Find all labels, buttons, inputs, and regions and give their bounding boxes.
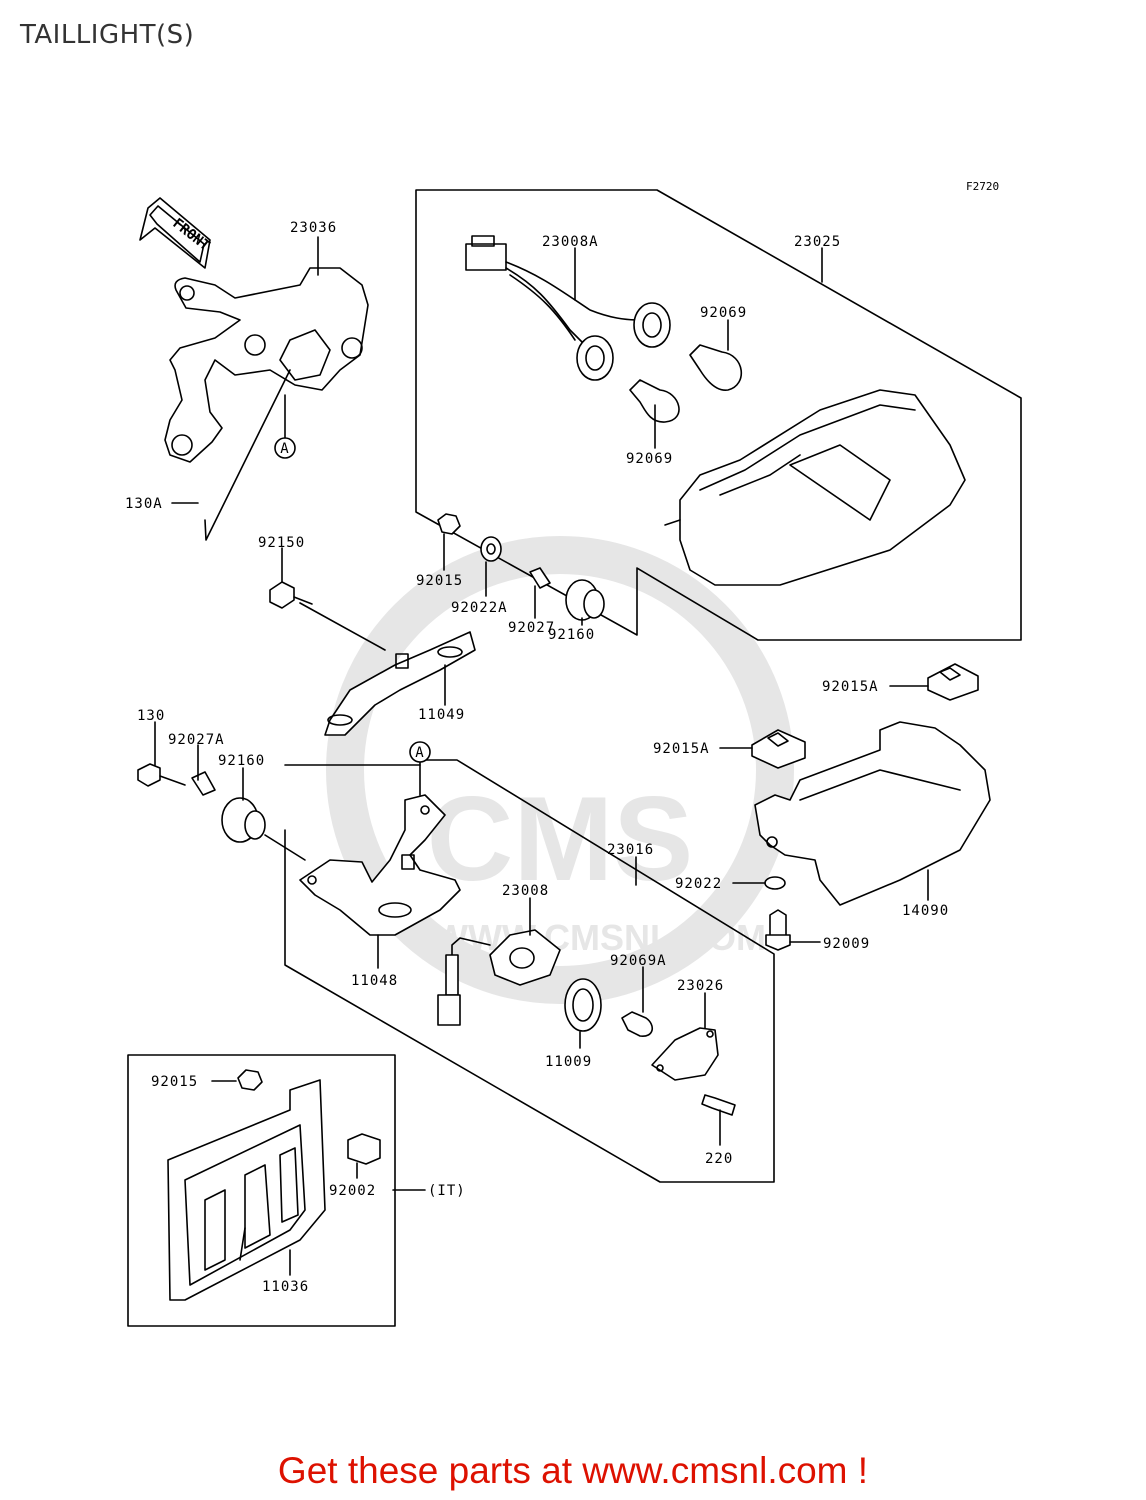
- leader-lines: [154, 236, 929, 1276]
- watermark-logo: CMS: [427, 772, 694, 906]
- part-label-130A: 130A: [125, 496, 163, 512]
- part-label-92015-low: 92015: [151, 1074, 198, 1090]
- taillight-lens-23025: [664, 389, 966, 586]
- lens-23026: [651, 1027, 719, 1081]
- part-label-11049: 11049: [418, 707, 465, 723]
- part-label-92027A: 92027A: [168, 732, 225, 748]
- clip-nut-92015A-mid: [751, 729, 806, 769]
- bracket-23036: [164, 267, 369, 463]
- part-label-11036: 11036: [262, 1279, 309, 1295]
- ref-letter-A-top: A: [280, 441, 289, 457]
- part-label-11009: 11009: [545, 1054, 592, 1070]
- nut-92015-mid: [437, 513, 461, 535]
- bulb-92069-top: [689, 344, 743, 391]
- market-code-label: (IT): [428, 1183, 466, 1199]
- harness-23008A: [465, 235, 671, 381]
- bracket-11048: [299, 794, 461, 936]
- collar-92027: [529, 567, 551, 589]
- part-label-23036: 23036: [290, 220, 337, 236]
- part-label-23025: 23025: [794, 234, 841, 250]
- part-label-92150: 92150: [258, 535, 305, 551]
- bolt-92009: [765, 909, 791, 951]
- part-label-23016: 23016: [607, 842, 654, 858]
- clip-nut-92015A-top: [927, 663, 979, 701]
- plate-11036: [167, 1079, 326, 1301]
- promo-link[interactable]: Get these parts at www.cmsnl.com !: [277, 1450, 869, 1491]
- ref-letter-A-mid: A: [415, 745, 424, 761]
- group-box-23016: [284, 759, 775, 1183]
- part-label-92160-right: 92160: [548, 627, 595, 643]
- grommet-92160-right: [565, 579, 605, 621]
- bulb-92069A: [621, 1011, 653, 1037]
- part-label-11048: 11048: [351, 973, 398, 989]
- housing-14090: [754, 721, 991, 906]
- part-label-92160-left: 92160: [218, 753, 265, 769]
- exploded-parts-diagram: CMS WWW.CMSNL.COM: [125, 180, 1022, 1327]
- part-label-92069A: 92069A: [610, 953, 667, 969]
- watermark: CMS WWW.CMSNL.COM: [326, 536, 794, 1004]
- bolt-92002: [347, 1133, 381, 1165]
- part-label-92002: 92002: [329, 1183, 376, 1199]
- page-title: TAILLIGHT(S): [20, 20, 195, 50]
- part-label-130: 130: [137, 708, 165, 724]
- part-label-14090: 14090: [902, 903, 949, 919]
- washer-92022: [764, 876, 786, 890]
- part-label-92015A-top: 92015A: [822, 679, 879, 695]
- bulb-92069-bottom: [629, 379, 680, 423]
- part-label-92069-bottom: 92069: [626, 451, 673, 467]
- part-label-220: 220: [705, 1151, 733, 1167]
- bolt-92150: [269, 581, 313, 609]
- watermark-url: WWW.CMSNL.COM: [434, 917, 766, 958]
- ref-mark-A-mid: [409, 741, 431, 763]
- part-label-92015A-mid: 92015A: [653, 741, 710, 757]
- part-label-92022A: 92022A: [451, 600, 508, 616]
- grommet-92160-left: [221, 797, 266, 843]
- front-arrow: [139, 197, 211, 269]
- seal-11009: [564, 978, 602, 1032]
- bolt-130: [137, 763, 186, 787]
- washer-92022A: [480, 536, 502, 562]
- nut-92015-low: [237, 1069, 263, 1091]
- collar-92027A: [191, 771, 216, 796]
- part-label-92015-mid: 92015: [416, 573, 463, 589]
- bracket-11049: [324, 631, 476, 736]
- screw-220: [701, 1094, 736, 1116]
- part-label-92009: 92009: [823, 936, 870, 952]
- ref-mark-A-top: [274, 437, 296, 459]
- figure-code: F2720: [966, 180, 999, 193]
- part-label-23008A: 23008A: [542, 234, 599, 250]
- part-label-23026: 23026: [677, 978, 724, 994]
- part-label-92069-top: 92069: [700, 305, 747, 321]
- part-label-92022: 92022: [675, 876, 722, 892]
- part-label-92027: 92027: [508, 620, 555, 636]
- part-label-23008: 23008: [502, 883, 549, 899]
- socket-23008: [437, 929, 561, 1026]
